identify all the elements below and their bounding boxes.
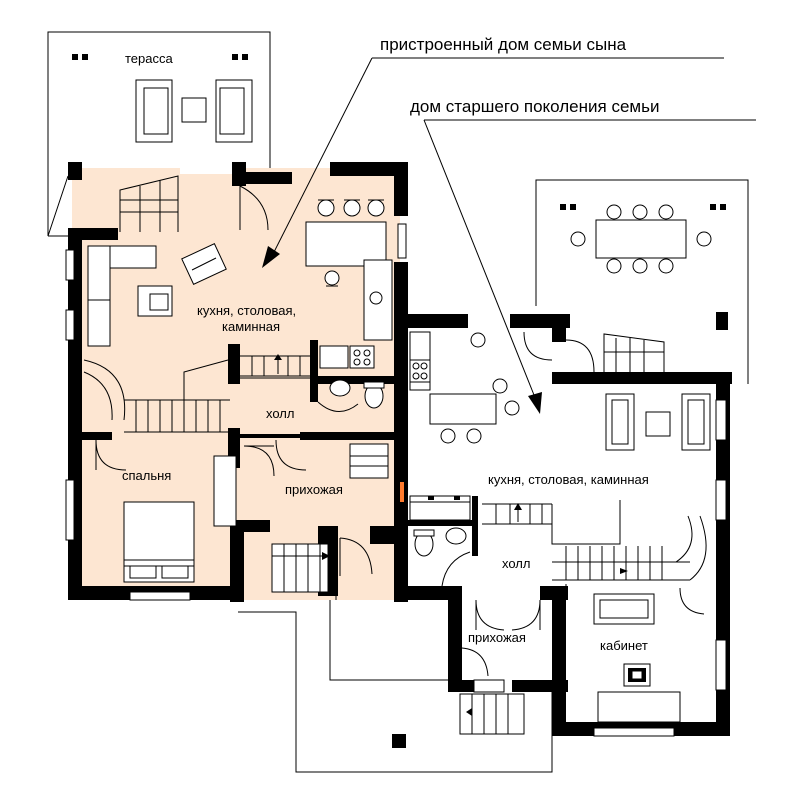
room-label-terrace: терасса (125, 51, 173, 66)
stove-icon (409, 359, 431, 383)
armchair (605, 393, 635, 451)
window (65, 309, 75, 341)
wall (230, 520, 244, 602)
coffee-table (181, 97, 207, 123)
column (392, 734, 406, 748)
entrance-stairs (459, 693, 525, 735)
wall (68, 228, 82, 598)
room-label-son-hall: холл (266, 406, 294, 421)
window (129, 591, 191, 601)
armchair (135, 79, 173, 143)
wall (232, 172, 292, 184)
door-swing (475, 599, 505, 631)
sink-icon (369, 291, 383, 305)
sofa (593, 593, 655, 625)
wall (82, 432, 112, 440)
staircase (482, 500, 707, 600)
wardrobe (213, 455, 237, 527)
room-label-elder-entrance: прихожая (468, 630, 526, 645)
annotation-text: пристроенный дом семьи сына (380, 35, 627, 54)
kitchen-island (305, 221, 387, 267)
counter (319, 345, 349, 369)
site-boundary (238, 611, 553, 773)
room-label-son-kitchen: кухня, столовая, (197, 303, 296, 318)
desk (597, 663, 681, 723)
washbasin-icon (329, 379, 351, 397)
armchair (681, 393, 711, 451)
room-label-elder-kitchen: кухня, столовая, каминная (488, 472, 649, 487)
room-label-son-entrance: прихожая (285, 482, 343, 497)
armchair (215, 79, 253, 143)
washbasin-icon (445, 527, 467, 545)
wall (394, 262, 408, 602)
room-label-elder-study: кабинет (600, 638, 648, 653)
staircase (119, 175, 269, 232)
sofa (87, 245, 157, 347)
entrance-stairs (271, 443, 389, 593)
window (65, 479, 75, 541)
window (65, 249, 75, 281)
window (397, 223, 407, 259)
wall (300, 432, 396, 440)
staircase (523, 331, 665, 373)
coffee-table (149, 293, 169, 311)
annotation-text: дом старшего поколения семьи (410, 97, 659, 116)
coffee-table (645, 411, 671, 437)
sink-icon (470, 332, 486, 348)
son-house (65, 162, 408, 602)
wall (394, 162, 408, 216)
door-marker (400, 482, 404, 502)
wall (236, 434, 300, 438)
wall (68, 162, 82, 180)
wall (230, 520, 270, 532)
wall (330, 162, 408, 176)
door-swing (511, 599, 541, 631)
room-label-son-kitchen-2: каминная (222, 319, 280, 334)
wall (310, 376, 396, 384)
wall (370, 526, 408, 544)
room-label-son-bedroom: спальня (122, 468, 171, 483)
dining-table (595, 219, 687, 259)
terrace (47, 31, 271, 237)
armchair (181, 243, 227, 285)
room-label-elder-hall: холл (502, 556, 530, 571)
elder-house (408, 179, 749, 737)
chair (317, 199, 385, 287)
wall (310, 340, 318, 402)
annotation-elder-house: дом старшего поколения семьи (410, 97, 756, 414)
bed (123, 501, 195, 583)
staircase (83, 354, 310, 433)
wall (68, 228, 118, 240)
wall (228, 344, 240, 384)
annotation-son-house: пристроенный дом семьи сына (262, 35, 724, 268)
dining-terrace (535, 179, 749, 384)
stove-icon (349, 345, 375, 369)
site-boundary (329, 600, 460, 681)
counter (409, 495, 471, 521)
hall-rail (235, 377, 310, 382)
chair (440, 378, 520, 444)
kitchen-island (429, 393, 497, 425)
